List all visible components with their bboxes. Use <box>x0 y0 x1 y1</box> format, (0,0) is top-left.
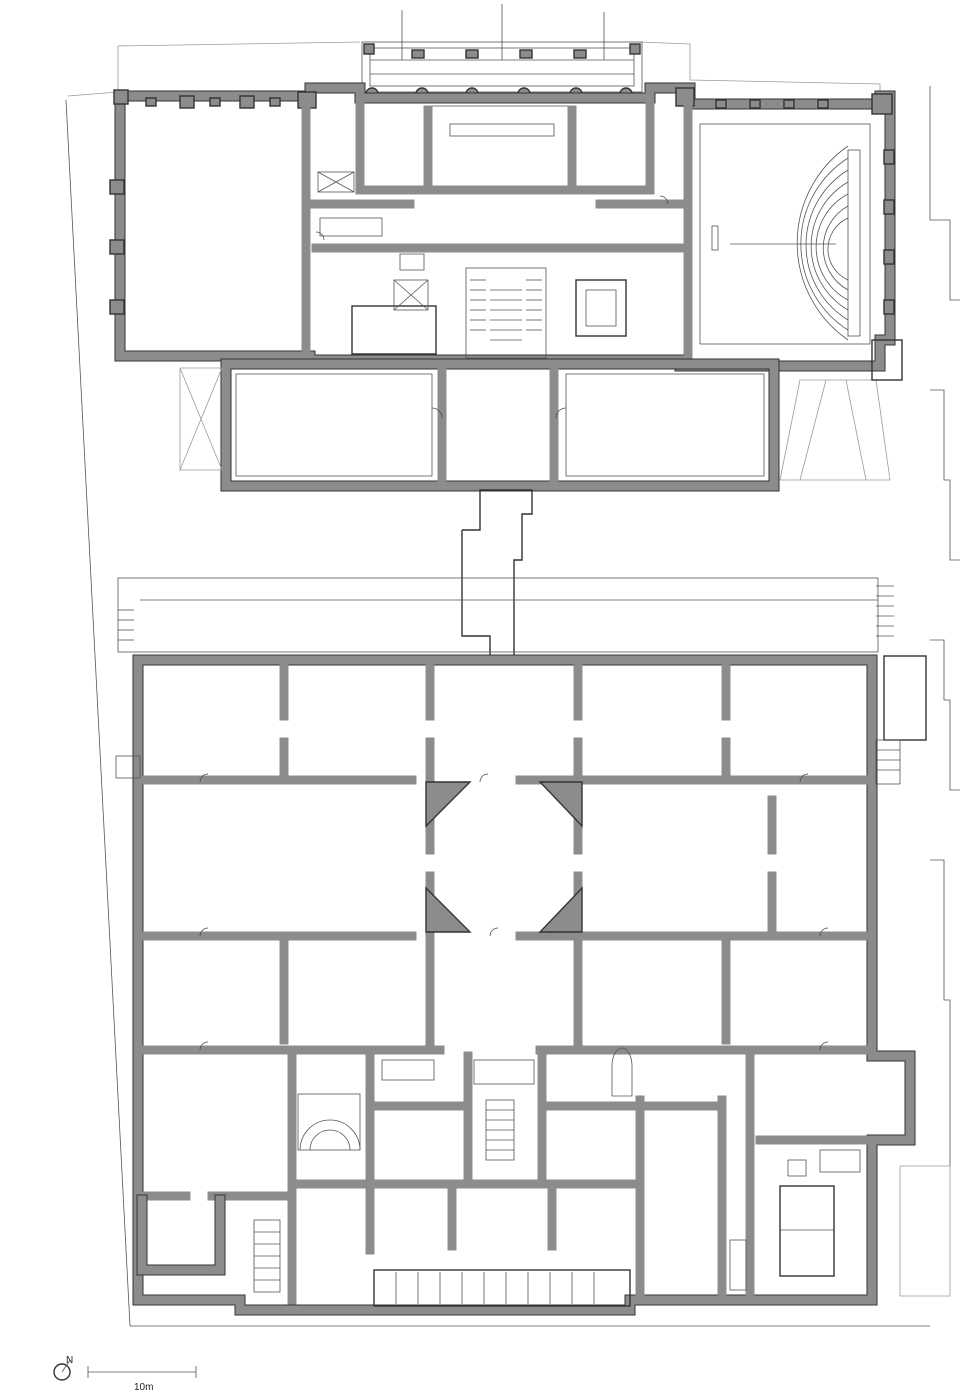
south-building <box>115 195 927 1316</box>
scale-bar: 10m <box>87 1366 197 1393</box>
north-arrow: N <box>53 1355 73 1381</box>
north-arrow-label: N <box>66 1355 73 1366</box>
south-service-rooms <box>115 655 927 1307</box>
auditorium-seating <box>699 123 871 345</box>
north-building <box>109 4 903 659</box>
link-corridor <box>461 489 533 659</box>
north-south-range <box>179 339 903 492</box>
site-boundary <box>65 41 960 1327</box>
north-pilasters <box>109 87 895 315</box>
south-wall-grid <box>137 659 871 1055</box>
north-central-rooms <box>305 99 693 359</box>
scale-bar-label: 10m <box>134 1382 153 1393</box>
door-swings <box>199 195 829 1051</box>
north-portico <box>361 4 643 101</box>
